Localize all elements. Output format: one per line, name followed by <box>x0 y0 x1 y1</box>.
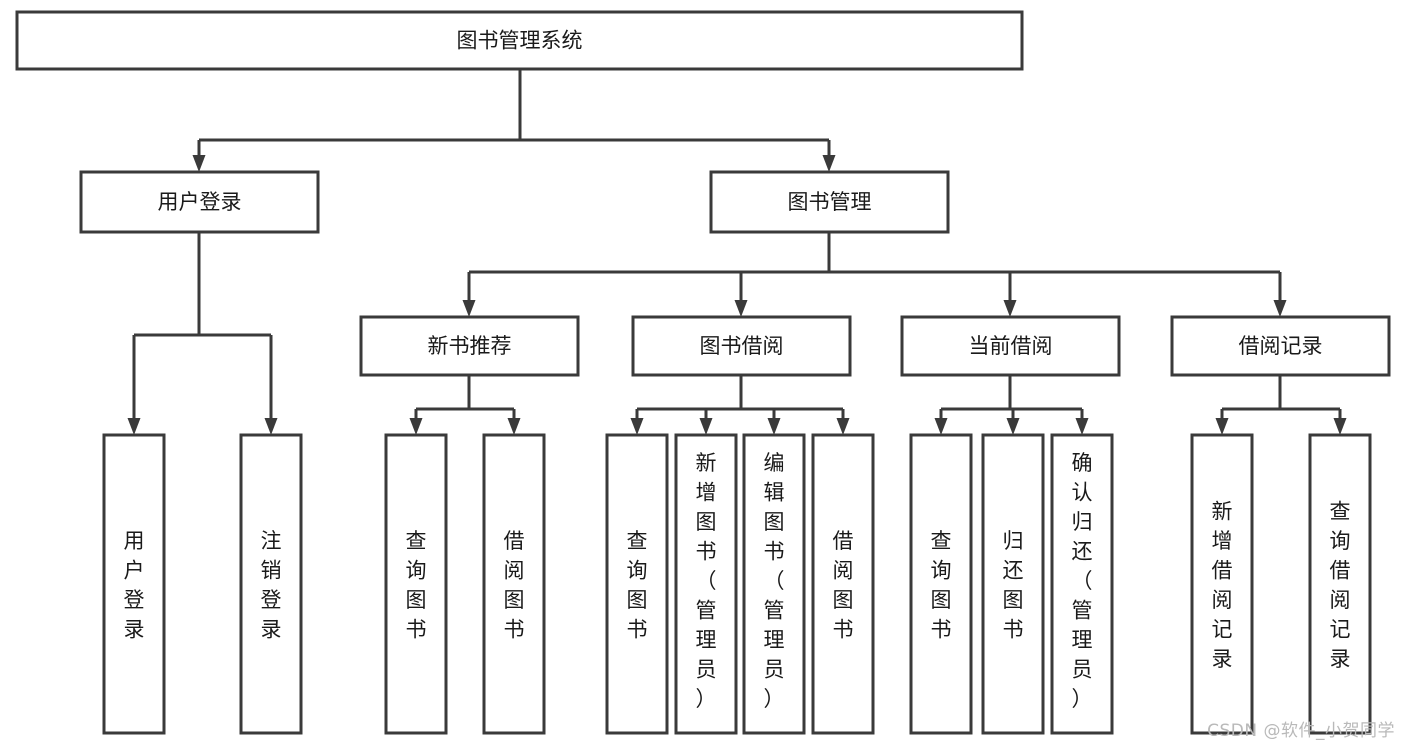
node-user-login-box[interactable] <box>79 170 320 234</box>
node-leaf-return-book-box[interactable] <box>981 433 1045 735</box>
arrow-head <box>1273 300 1287 317</box>
node-leaf-edit-book-admin-label: 编辑图书（管理员） <box>764 451 785 711</box>
arrow-head <box>734 300 748 317</box>
node-leaf-add-book-admin[interactable]: 新增图书（管理员） <box>674 433 738 735</box>
node-new-book-recommend-label: 新书推荐 <box>428 334 512 358</box>
csdn-watermark: CSDN @软件_小贺同学 <box>1207 721 1395 741</box>
node-leaf-query-book-current-box[interactable] <box>909 433 973 735</box>
arrow-head <box>822 155 836 172</box>
arrow-head <box>1075 418 1089 435</box>
node-leaf-borrow-book-rec-label: 借阅图书 <box>504 529 525 642</box>
node-leaf-confirm-return-admin[interactable]: 确认归还（管理员） <box>1050 433 1114 735</box>
node-leaf-add-borrow-record-box[interactable] <box>1190 433 1254 735</box>
node-user-login-label: 用户登录 <box>158 190 242 214</box>
node-leaf-query-book-current[interactable]: 查询图书 <box>909 433 973 735</box>
node-book-management-box[interactable] <box>709 170 950 234</box>
node-leaf-confirm-return-admin-box[interactable] <box>1050 433 1114 735</box>
node-borrow-record-box[interactable] <box>1170 315 1391 377</box>
node-leaf-user-login-box[interactable] <box>102 433 166 735</box>
node-leaf-logout[interactable]: 注销登录 <box>239 433 303 735</box>
node-leaf-add-borrow-record-label: 新增借阅记录 <box>1212 500 1233 672</box>
node-leaf-borrow-book-rec[interactable]: 借阅图书 <box>482 433 546 735</box>
node-leaf-query-book-rec-label: 查询图书 <box>406 529 427 642</box>
node-root-system-label: 图书管理系统 <box>457 29 583 53</box>
node-book-management-label: 图书管理 <box>788 190 872 214</box>
node-root-system[interactable]: 图书管理系统 <box>15 10 1024 71</box>
node-leaf-borrow-book-label: 借阅图书 <box>833 529 854 642</box>
node-new-book-recommend[interactable]: 新书推荐 <box>359 315 580 377</box>
node-leaf-query-book-borrow-label: 查询图书 <box>627 529 648 642</box>
node-borrow-record-label: 借阅记录 <box>1239 334 1323 358</box>
node-leaf-edit-book-admin-box[interactable] <box>742 433 806 735</box>
arrow-head <box>934 418 948 435</box>
node-user-login[interactable]: 用户登录 <box>79 170 320 234</box>
node-borrow-record[interactable]: 借阅记录 <box>1170 315 1391 377</box>
node-root-system-box[interactable] <box>15 10 1024 71</box>
arrow-head <box>699 418 713 435</box>
arrow-head <box>192 155 206 172</box>
node-leaf-query-borrow-record-box[interactable] <box>1308 433 1372 735</box>
node-leaf-logout-label: 注销登录 <box>261 529 282 642</box>
node-book-borrow-label: 图书借阅 <box>700 334 784 358</box>
arrow-head <box>264 418 278 435</box>
node-current-borrow-box[interactable] <box>900 315 1121 377</box>
arrow-head <box>1006 418 1020 435</box>
node-leaf-query-book-borrow-box[interactable] <box>605 433 669 735</box>
node-leaf-edit-book-admin[interactable]: 编辑图书（管理员） <box>742 433 806 735</box>
node-leaf-borrow-book-box[interactable] <box>811 433 875 735</box>
node-leaf-query-borrow-record-label: 查询借阅记录 <box>1330 500 1351 672</box>
node-leaf-add-book-admin-box[interactable] <box>674 433 738 735</box>
arrow-head <box>767 418 781 435</box>
node-leaf-logout-box[interactable] <box>239 433 303 735</box>
node-leaf-user-login-label: 用户登录 <box>124 529 145 642</box>
node-leaf-add-borrow-record[interactable]: 新增借阅记录 <box>1190 433 1254 735</box>
arrow-head <box>127 418 141 435</box>
node-leaf-query-book-rec-box[interactable] <box>384 433 448 735</box>
node-book-management[interactable]: 图书管理 <box>709 170 950 234</box>
node-leaf-return-book[interactable]: 归还图书 <box>981 433 1045 735</box>
node-leaf-query-book-rec[interactable]: 查询图书 <box>384 433 448 735</box>
arrow-head <box>630 418 644 435</box>
node-leaf-return-book-label: 归还图书 <box>1003 529 1024 642</box>
nodes-layer: 图书管理系统用户登录图书管理新书推荐图书借阅当前借阅借阅记录用户登录注销登录查询… <box>15 10 1391 735</box>
node-leaf-confirm-return-admin-label: 确认归还（管理员） <box>1072 451 1093 711</box>
node-new-book-recommend-box[interactable] <box>359 315 580 377</box>
node-leaf-borrow-book-rec-box[interactable] <box>482 433 546 735</box>
arrow-head <box>507 418 521 435</box>
node-leaf-query-book-current-label: 查询图书 <box>931 529 952 642</box>
arrow-head <box>462 300 476 317</box>
node-leaf-borrow-book[interactable]: 借阅图书 <box>811 433 875 735</box>
connector-lines <box>127 69 1347 435</box>
node-current-borrow-label: 当前借阅 <box>969 334 1053 358</box>
arrow-head <box>1215 418 1229 435</box>
node-book-borrow-box[interactable] <box>631 315 852 377</box>
node-leaf-query-borrow-record[interactable]: 查询借阅记录 <box>1308 433 1372 735</box>
arrow-head <box>1003 300 1017 317</box>
node-leaf-user-login[interactable]: 用户登录 <box>102 433 166 735</box>
node-current-borrow[interactable]: 当前借阅 <box>900 315 1121 377</box>
arrow-head <box>836 418 850 435</box>
node-leaf-add-book-admin-label: 新增图书（管理员） <box>696 451 717 711</box>
node-leaf-query-book-borrow[interactable]: 查询图书 <box>605 433 669 735</box>
arrow-head <box>1333 418 1347 435</box>
node-book-borrow[interactable]: 图书借阅 <box>631 315 852 377</box>
arrow-head <box>409 418 423 435</box>
